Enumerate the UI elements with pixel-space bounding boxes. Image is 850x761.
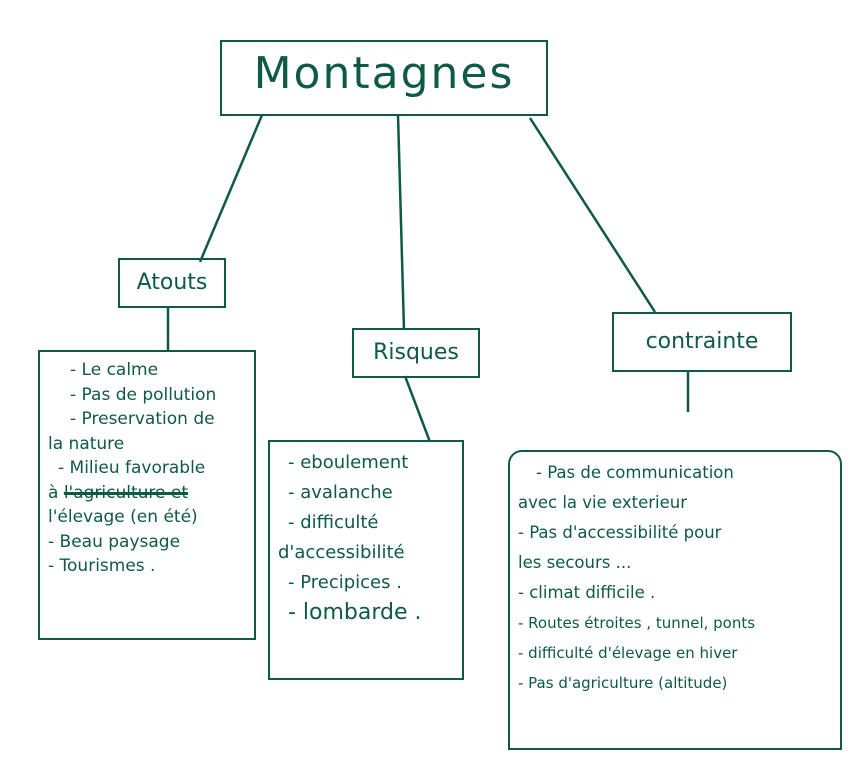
list-item: les secours ... xyxy=(518,553,632,572)
list-item: - lombarde . xyxy=(288,600,422,625)
list-item: l'élevage (en été) xyxy=(48,507,198,527)
list-item: la nature xyxy=(48,433,125,454)
connector-contrainte xyxy=(528,117,657,313)
atouts-list: - Le calme - Pas de pollution - Preserva… xyxy=(38,350,256,640)
list-item: à l'agriculture et xyxy=(48,481,246,506)
list-item: d'accessibilité xyxy=(278,542,405,563)
list-item: - climat difficile . xyxy=(518,583,656,602)
title-text: Montagnes xyxy=(253,48,515,99)
list-item: - difficulté d'élevage en hiver xyxy=(518,644,738,662)
list-item: - Pas d'agriculture (altitude) xyxy=(518,674,728,692)
connector-risques xyxy=(396,114,406,331)
list-item: avec la vie exterieur xyxy=(518,493,688,512)
contrainte-list: - Pas de communication avec la vie exter… xyxy=(508,450,842,750)
risques-label: Risques xyxy=(373,340,459,365)
list-item: - Pas de communication xyxy=(536,463,734,482)
list-item: - difficulté xyxy=(288,512,379,533)
list-item: - eboulement xyxy=(288,452,409,473)
contrainte-label: contrainte xyxy=(645,329,759,354)
risques-list: - eboulement - avalanche - difficulté d'… xyxy=(268,440,464,680)
title-box: Montagnes xyxy=(220,40,548,116)
list-item: - Preservation de xyxy=(70,409,215,429)
list-item: - Le calme xyxy=(70,360,159,380)
risques-box: Risques xyxy=(352,328,480,378)
list-text: à xyxy=(48,482,59,503)
list-item: - Milieu favorable xyxy=(58,458,206,478)
list-item: - Pas de pollution xyxy=(70,384,217,405)
connector-atouts xyxy=(198,114,264,263)
list-item: - Routes étroites , tunnel, ponts xyxy=(518,614,756,632)
list-item: - avalanche xyxy=(288,482,393,503)
list-item: - Beau paysage xyxy=(48,531,181,552)
connector-risques-list xyxy=(403,375,432,443)
atouts-box: Atouts xyxy=(118,258,226,308)
list-item: - Pas d'accessibilité pour xyxy=(518,523,722,542)
contrainte-box: contrainte xyxy=(612,312,792,372)
list-item: - Tourismes . xyxy=(48,556,156,576)
atouts-label: Atouts xyxy=(136,270,208,295)
struck-text: l'agriculture et xyxy=(63,482,189,503)
list-item: - Precipices . xyxy=(288,572,402,593)
